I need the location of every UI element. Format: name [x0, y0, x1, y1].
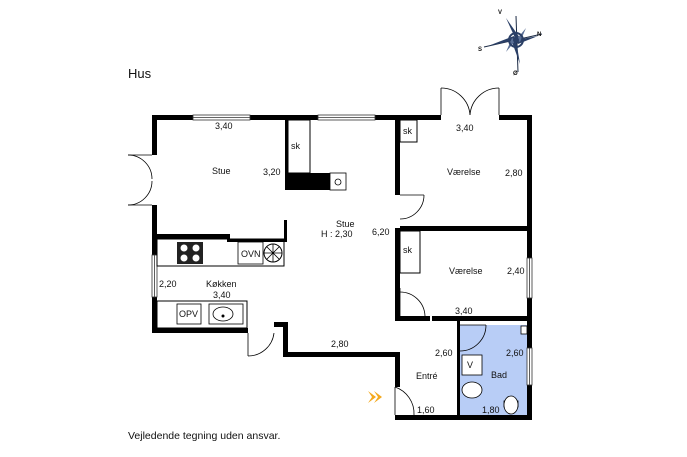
compass-v-label: V: [498, 10, 502, 16]
fireplace-icon: [329, 172, 347, 191]
room-vaerelse-2: Værelse: [449, 266, 483, 276]
entry-arrow-icon: [368, 391, 376, 403]
kitchen-fixtures: [156, 238, 285, 329]
outer-walls: [152, 115, 532, 420]
interior-walls: [157, 115, 527, 415]
compass-icon: V N S Ø: [478, 10, 543, 77]
room-stue-center: Stue: [336, 219, 355, 229]
room-stue-left: Stue: [212, 166, 231, 176]
dim-label: 3,20: [263, 167, 281, 177]
dim-label: 1,60: [417, 405, 435, 415]
dim-label: 2,80: [505, 168, 523, 178]
dim-label: 2,80: [331, 339, 349, 349]
dim-label: 2,20: [159, 279, 177, 289]
room-entre: Entré: [416, 371, 438, 381]
room-bad: Bad: [491, 370, 507, 380]
closet-label: sk: [403, 126, 413, 136]
dim-label: 1,80: [482, 405, 500, 415]
room-vaerelse-1: Værelse: [447, 167, 481, 177]
sink-icon: [208, 303, 244, 325]
compass-o-label: Ø: [513, 71, 518, 77]
doors: [127, 87, 500, 416]
closet-label: sk: [403, 245, 413, 255]
dim-label: 3,40: [455, 306, 473, 316]
room-stue-height: H : 2,30: [321, 229, 353, 239]
dishwasher-label: OPV: [179, 309, 198, 319]
plan-title: Hus: [128, 66, 152, 81]
dim-label: 2,60: [506, 348, 524, 358]
bath-fixtures: [461, 325, 528, 415]
dim-label: 3,40: [215, 121, 233, 131]
dim-label: 6,20: [372, 227, 390, 237]
washer-label: V: [467, 360, 473, 370]
stove-icon: [177, 242, 203, 264]
windows: [151, 114, 533, 386]
oven-label: OVN: [241, 249, 261, 259]
compass-s-label: S: [478, 47, 482, 53]
closets: [287, 119, 421, 274]
closet-label: sk: [291, 141, 301, 151]
compass-n-label: N: [537, 32, 541, 38]
dim-label: 3,40: [213, 290, 231, 300]
dim-label: 3,40: [456, 123, 474, 133]
dim-label: 2,60: [435, 348, 453, 358]
dim-label: 2,40: [507, 266, 525, 276]
room-kokken: Køkken: [206, 279, 237, 289]
disclaimer-text: Vejledende tegning uden ansvar.: [128, 430, 281, 442]
